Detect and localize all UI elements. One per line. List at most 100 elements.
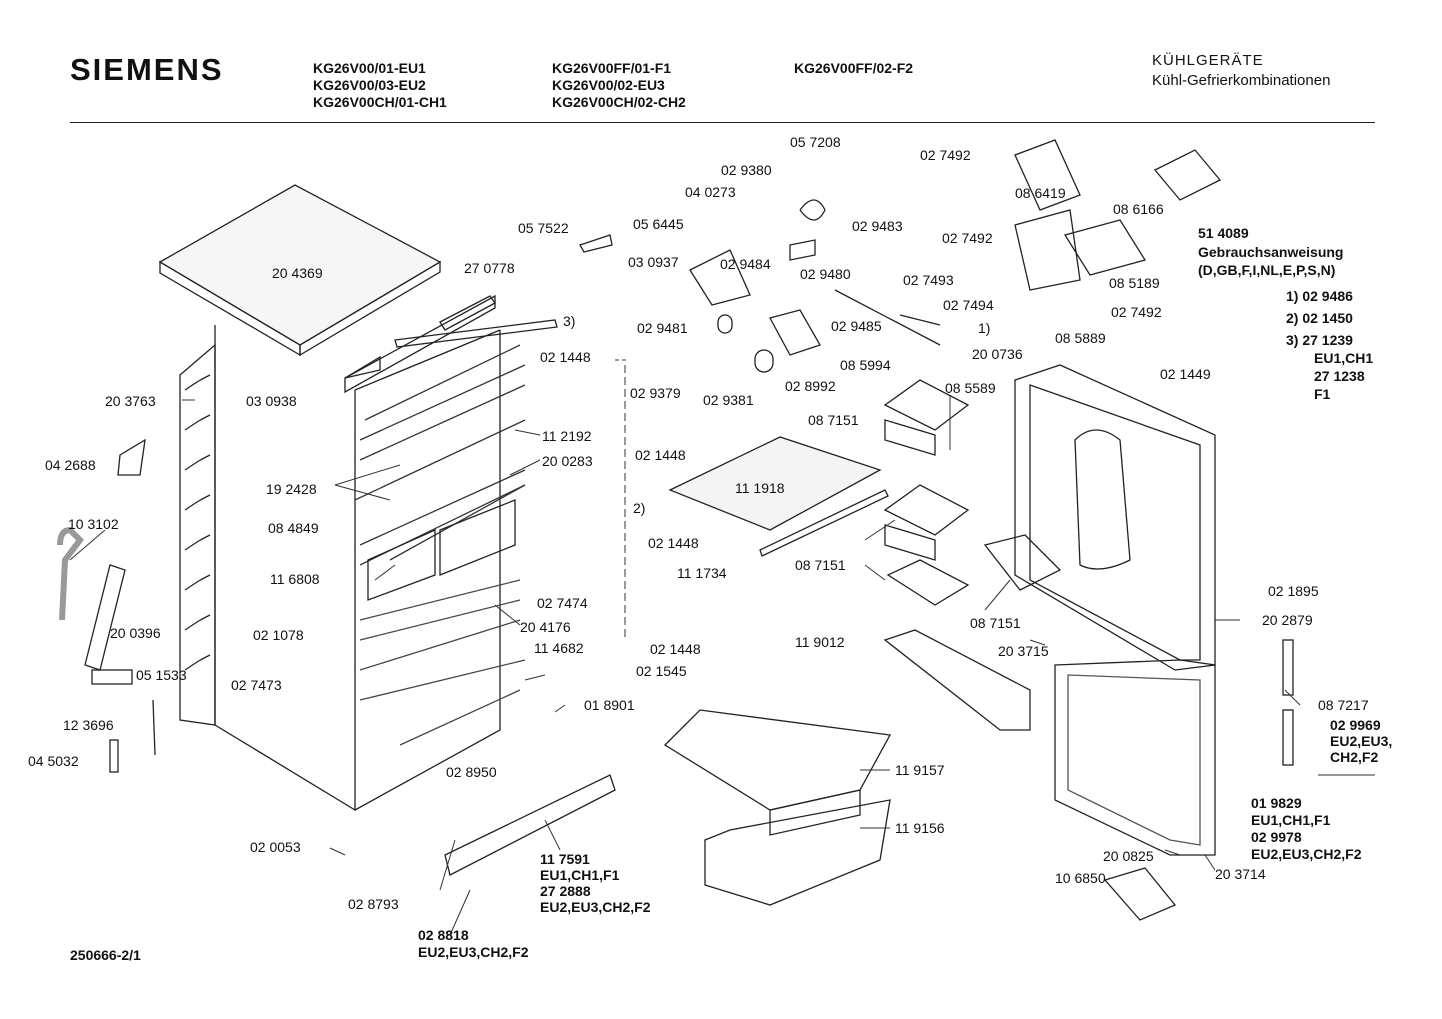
part-label: 02 9480 [800,266,851,282]
manual-title: Gebrauchsanweisung [1198,244,1344,260]
part-label: 08 6166 [1113,201,1164,217]
part-label: 05 6445 [633,216,684,232]
note-3-models: EU1,CH1 [1314,350,1374,366]
model: KG26V00/03-EU2 [313,77,426,93]
fridge-shelves [354,344,526,566]
part-label: 11 2192 [542,428,592,444]
part-label: 02 1078 [253,627,304,643]
part-label: 02 0053 [250,839,301,855]
part-label: 11 9012 [795,634,845,650]
part-label: 08 7217 [1318,697,1369,713]
part-label: 11 4682 [534,640,584,656]
variant-part: 27 2888 [540,883,591,899]
part-label: 08 5189 [1109,275,1160,291]
part-label: 08 5589 [945,380,996,396]
part-label: 02 7494 [943,297,994,313]
brand-logo: SIEMENS [70,52,224,87]
part-label: 11 9157 [895,762,945,778]
part-label: 02 9380 [721,162,772,178]
document-id: 250666-2/1 [70,947,141,963]
model: KG26V00/02-EU3 [552,77,665,93]
thermostat-parts [579,199,941,373]
part-label: 20 0825 [1103,848,1154,864]
part-label: 20 0283 [542,453,593,469]
part-label: 08 5889 [1055,330,1106,346]
part-label: 19 2428 [266,481,317,497]
variant-models: EU1,CH1,F1 [1251,812,1331,828]
part-label: 20 4176 [520,619,571,635]
part-label: 02 9485 [831,318,882,334]
part-label: 02 8793 [348,896,399,912]
part-label: 1) [978,320,991,336]
part-label: 02 8950 [446,764,497,780]
part-label: 02 7493 [903,272,954,288]
part-label: 04 2688 [45,457,96,473]
top-right-parts [1014,139,1222,921]
front-trim-part [344,294,558,394]
model: KG26V00/01-EU1 [313,60,426,76]
part-label: 03 0938 [246,393,297,409]
part-label: 01 8901 [584,697,635,713]
header-rule [70,122,1375,123]
glass-shelf-part [668,436,889,557]
part-label: 20 4369 [272,265,323,281]
part-label: 05 1533 [136,667,187,683]
variant-models: EU2,EU3,CH2,F2 [540,899,651,915]
model-list-1: KG26V00/01-EU1 KG26V00/03-EU2 KG26V00CH/… [313,60,447,111]
model: KG26V00FF/01-F1 [552,60,672,76]
category-title: KÜHLGERÄTE [1152,52,1264,69]
part-label: 02 1448 [650,641,701,657]
part-label: 10 6850 [1055,870,1106,886]
part-label: 08 7151 [795,557,846,573]
part-label: 11 6808 [270,571,320,587]
part-label: 02 8992 [785,378,836,394]
part-label: 02 1545 [636,663,687,679]
part-label: 02 7492 [942,230,993,246]
part-label: 27 0778 [464,260,515,276]
part-label: 10 3102 [68,516,119,532]
variant-models: EU2,EU3,CH2,F2 [418,944,529,960]
part-label: 11 1734 [677,565,727,581]
manual-languages: (D,GB,F,I,NL,E,P,S,N) [1198,262,1336,278]
part-label: 20 3714 [1215,866,1266,882]
variant-part: 11 7591 [540,851,590,867]
model: KG26V00FF/02-F2 [794,60,914,76]
part-label: 04 0273 [685,184,736,200]
crisper-drawers [367,499,516,601]
part-label: 08 7151 [970,615,1021,631]
part-label: 3) [563,313,576,329]
part-label: 11 1918 [735,480,785,496]
door-bins [883,379,1062,731]
wire-shelves [359,579,526,746]
note-3: 3) 27 1239 [1286,332,1353,348]
part-label: 02 1448 [648,535,699,551]
part-label: 20 0736 [972,346,1023,362]
variant-part: 02 9978 [1251,829,1302,845]
part-label: 02 1448 [635,447,686,463]
model-list-3: KG26V00FF/02-F2 [794,60,913,77]
part-label: 02 9379 [630,385,681,401]
part-label: 12 3696 [63,717,114,733]
part-label: 20 0396 [110,625,161,641]
top-cover-part [158,184,442,357]
part-label: 20 3715 [998,643,1049,659]
part-label: 08 6419 [1015,185,1066,201]
variant-models: CH2,F2 [1330,749,1379,765]
part-label: 04 5032 [28,753,79,769]
freezer-door-part [1054,659,1216,856]
part-label: 02 7474 [537,595,588,611]
variant-models: EU2,EU3, [1330,733,1393,749]
toe-grille-part [444,774,616,876]
variant-models: EU2,EU3,CH2,F2 [1251,846,1362,862]
part-label: 20 3763 [105,393,156,409]
part-label: 02 1449 [1160,366,1211,382]
part-label: 08 4849 [268,520,319,536]
part-label: 03 0937 [628,254,679,270]
bottom-drawers [663,709,892,906]
variant-part: 02 9969 [1330,717,1381,733]
variant-label-hinge-2: 01 9829 EU1,CH1,F1 02 9978 EU2,EU3,CH2,F… [1251,795,1361,863]
part-label: 05 7522 [518,220,569,236]
part-label: 2) [633,500,646,516]
hinge-parts [1282,639,1294,766]
note-3-alt-models: F1 [1314,386,1331,402]
